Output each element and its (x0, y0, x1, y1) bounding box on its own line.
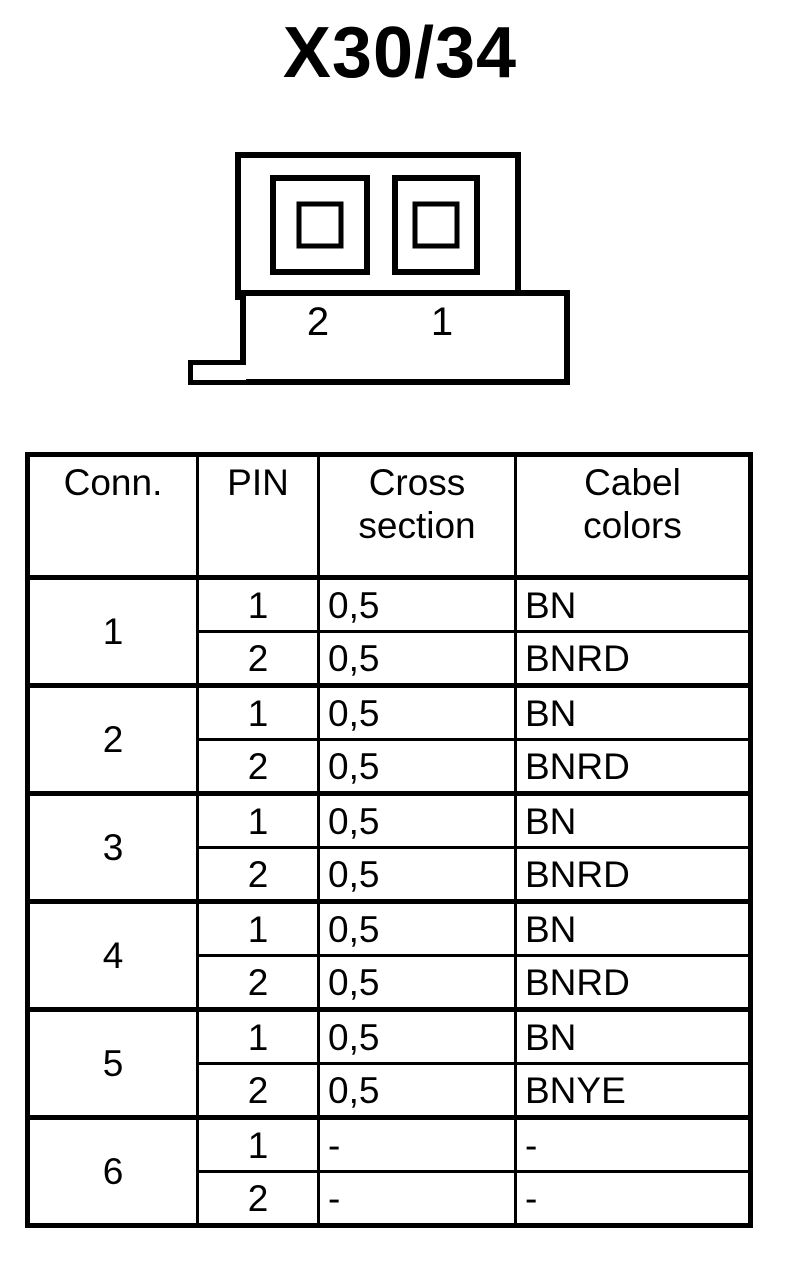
cell-cross-section: 0,5 (317, 1007, 517, 1065)
cell-connector-number: 1 (26, 575, 199, 687)
connector-lower-housing (240, 290, 570, 385)
connector-diagram: 2 1 (0, 140, 800, 400)
column-header-cross-section-line2: section (358, 505, 476, 546)
cell-cross-section: 0,5 (317, 954, 517, 1011)
table-header-row: Conn. PIN Cross section Cabel colors (26, 453, 752, 580)
connector-latch-tab (188, 360, 246, 385)
cell-cross-section: 0,5 (317, 1062, 517, 1119)
pin-cavity-1 (392, 175, 480, 275)
pin-label-2: 2 (306, 300, 330, 344)
cell-pin-number: 1 (196, 791, 320, 849)
pin-contact-2 (296, 201, 344, 249)
cell-pin-number: 2 (196, 738, 320, 795)
cell-connector-number: 3 (26, 791, 199, 903)
cell-pin-number: 1 (196, 575, 320, 633)
cell-cross-section: 0,5 (317, 738, 517, 795)
column-header-cabel-colors-line2: colors (583, 505, 682, 546)
cell-cross-section: 0,5 (317, 899, 517, 957)
cell-cross-section: 0,5 (317, 846, 517, 903)
cell-cabel-color: BN (514, 899, 752, 957)
cell-cabel-color: BN (514, 1007, 752, 1065)
cell-pin-number: 1 (196, 899, 320, 957)
column-header-cabel-colors-line1: Cabel (584, 462, 681, 503)
cell-cross-section: - (317, 1115, 517, 1173)
page-title: X30/34 (282, 13, 518, 93)
cell-cross-section: 0,5 (317, 791, 517, 849)
cell-pin-number: 1 (196, 1007, 320, 1065)
cell-cabel-color: BNRD (514, 846, 752, 903)
pin-contact-1 (412, 201, 460, 249)
cell-cabel-color: BNRD (514, 954, 752, 1011)
cell-connector-number: 6 (26, 1115, 199, 1227)
cell-cabel-color: - (514, 1170, 752, 1227)
table-row: 2-- (28, 1170, 752, 1227)
column-header-pin: PIN (196, 453, 320, 580)
column-header-cross-section: Cross section (317, 453, 517, 580)
cell-cabel-color: BN (514, 575, 752, 633)
cell-connector-number: 2 (26, 683, 199, 795)
cell-cabel-color: BNYE (514, 1062, 752, 1119)
cell-connector-number: 5 (26, 1007, 199, 1119)
cell-cabel-color: BN (514, 791, 752, 849)
cell-cabel-color: - (514, 1115, 752, 1173)
cell-pin-number: 2 (196, 1062, 320, 1119)
cell-pin-number: 1 (196, 1115, 320, 1173)
column-header-conn: Conn. (26, 453, 199, 580)
cell-cross-section: 0,5 (317, 630, 517, 687)
cell-pin-number: 1 (196, 683, 320, 741)
pin-label-1: 1 (430, 300, 454, 344)
cell-pin-number: 2 (196, 1170, 320, 1227)
cell-connector-number: 4 (26, 899, 199, 1011)
column-header-cabel-colors: Cabel colors (514, 453, 752, 580)
cell-cabel-color: BNRD (514, 738, 752, 795)
pin-cavity-2 (270, 175, 370, 275)
cell-cabel-color: BN (514, 683, 752, 741)
cell-cross-section: - (317, 1170, 517, 1227)
cell-pin-number: 2 (196, 846, 320, 903)
cell-cross-section: 0,5 (317, 575, 517, 633)
cell-pin-number: 2 (196, 630, 320, 687)
cell-pin-number: 2 (196, 954, 320, 1011)
cell-cross-section: 0,5 (317, 683, 517, 741)
cell-cabel-color: BNRD (514, 630, 752, 687)
column-header-cross-section-line1: Cross (368, 462, 466, 503)
